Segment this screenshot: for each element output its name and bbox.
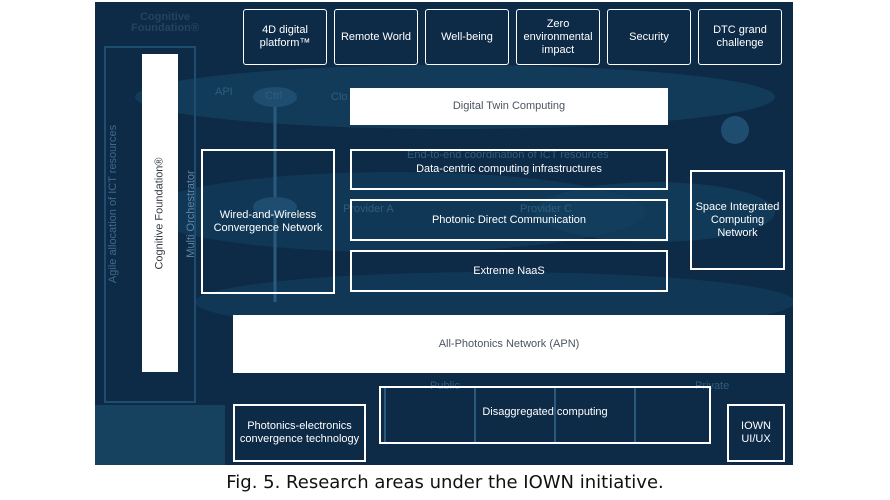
cognitive-foundation-bar: Cognitive Foundation® (142, 54, 178, 372)
goal-dtc-grand-challenge: DTC grand challenge (698, 9, 782, 65)
cognitive-foundation-vertical-label: Cognitive Foundation® (153, 156, 166, 270)
disaggregated-computing-box: Disaggregated computing (379, 386, 711, 444)
data-centric-computing-box: Data-centric computing infrastructures (350, 149, 668, 190)
bg-cloud-label: Clo (331, 91, 348, 103)
goal-4d-digital-platform: 4D digital platform™ (243, 9, 327, 65)
bg-api-label: API (215, 86, 233, 98)
bg-provider-c-label: Provider C (520, 203, 572, 215)
bg-private-label: Private (695, 380, 730, 392)
iown-diagram: API Ctrl Clo Provider A Provider C Publi… (95, 2, 793, 465)
figure-caption: Fig. 5. Research areas under the IOWN in… (226, 472, 664, 493)
extreme-naas-box: Extreme NaaS (350, 250, 668, 292)
bg-provider-a-label: Provider A (343, 203, 394, 215)
photonic-direct-communication-box: Photonic Direct Communication (350, 199, 668, 241)
bg-ctrl-label: Ctrl (265, 90, 283, 102)
multi-orchestrator-label: Multi Orchestrator (185, 170, 197, 258)
all-photonics-network-box: All-Photonics Network (APN) (233, 315, 785, 373)
wired-wireless-convergence-box: Wired-and-Wireless Convergence Network (201, 149, 335, 294)
cognitive-foundation-header: Cognitive Foundation® (131, 11, 199, 34)
goal-security: Security (607, 9, 691, 65)
space-integrated-computing-network-box: Space Integrated Computing Network (690, 170, 785, 270)
goal-remote-world: Remote World (334, 9, 418, 65)
goal-well-being: Well-being (425, 9, 509, 65)
digital-twin-computing-box: Digital Twin Computing (350, 88, 668, 125)
goal-zero-environmental-impact: Zero environmental impact (516, 9, 600, 65)
photonics-electronics-convergence-box: Photonics-electronics convergence techno… (233, 404, 366, 462)
end-to-end-coordination-label: End-to-end coordination of ICT resources (407, 149, 609, 161)
iown-uiux-box: IOWN UI/UX (727, 404, 785, 462)
agile-allocation-label: Agile allocation of ICT resources (107, 124, 119, 284)
